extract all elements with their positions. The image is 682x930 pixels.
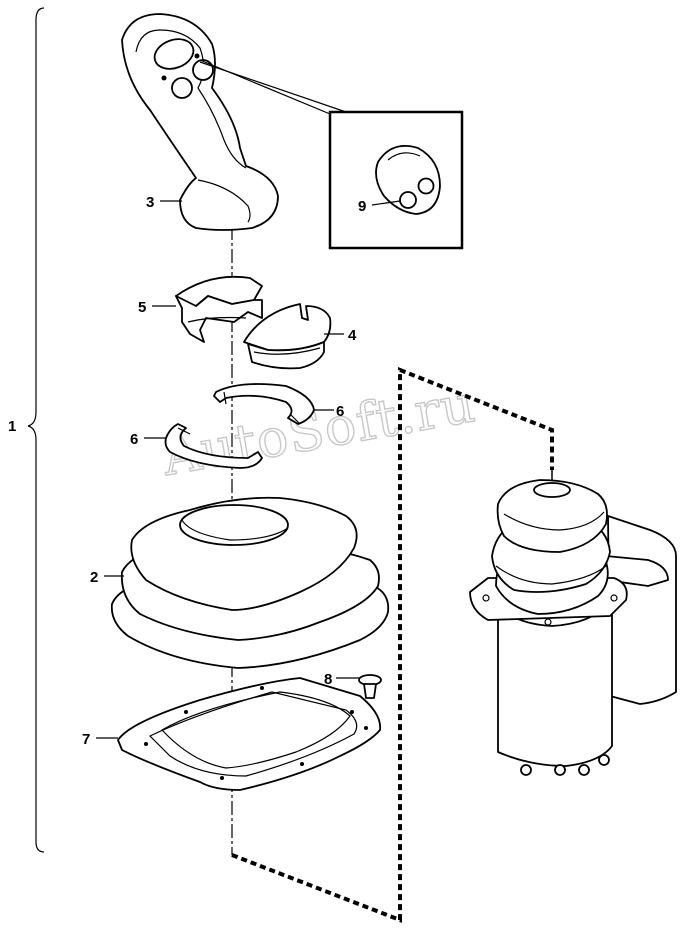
label-6-lower: 6 (130, 431, 138, 448)
watermark-text: AutoSoft.ru (157, 374, 480, 488)
detail-leader-b (199, 61, 462, 113)
assembly-bracket (27, 7, 45, 853)
label-3: 3 (146, 194, 154, 211)
leader-9 (371, 200, 401, 206)
label-9: 9 (358, 198, 366, 215)
label-4: 4 (348, 327, 357, 344)
rubber-boot (110, 496, 390, 669)
label-7: 7 (82, 731, 90, 748)
button-module (375, 144, 441, 215)
ring-lower (164, 423, 263, 469)
joystick-handle (121, 13, 279, 231)
connection-dashed-line (231, 367, 554, 923)
base-plate (117, 677, 382, 791)
pilot-valve-assembly (469, 470, 677, 776)
label-8: 8 (324, 671, 332, 688)
label-6-upper: 6 (336, 403, 344, 420)
label-5: 5 (138, 299, 146, 316)
label-2: 2 (90, 569, 98, 586)
clamp-lower (243, 303, 332, 370)
detail-box (328, 110, 464, 250)
clamp-upper (175, 275, 263, 343)
ring-upper (213, 383, 315, 425)
label-1: 1 (8, 418, 16, 435)
push-rivet (358, 674, 382, 699)
